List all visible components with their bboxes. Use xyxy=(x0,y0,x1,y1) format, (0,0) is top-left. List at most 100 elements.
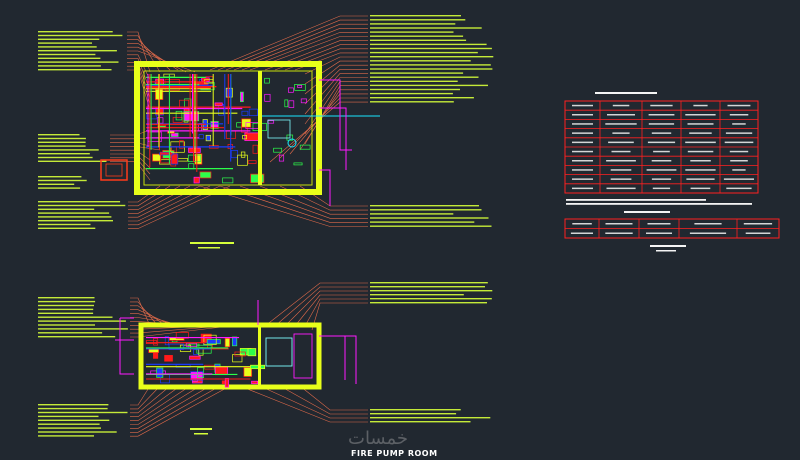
pump-schedule-cell-text xyxy=(732,169,746,171)
section-leader xyxy=(130,385,161,410)
plan-room-inner-wall xyxy=(143,70,313,186)
plan-leader xyxy=(199,185,368,227)
pump-schedule-cell-text xyxy=(648,114,675,116)
pump-schedule-cell-text xyxy=(653,150,670,153)
section-equipment-part xyxy=(221,380,226,385)
section-left-note xyxy=(38,320,126,322)
plan-left-note xyxy=(38,227,96,229)
plan-equipment-part xyxy=(179,140,184,149)
section-left-note xyxy=(38,419,110,421)
section-leader xyxy=(279,385,368,415)
pump-schedule-cell-text xyxy=(607,114,635,116)
plan-controller-part xyxy=(294,84,306,91)
plan-right-note xyxy=(370,101,454,103)
pump-schedule-cell-text xyxy=(651,132,672,134)
section-leader xyxy=(130,385,151,406)
plan-right-note xyxy=(370,205,479,207)
pump-schedule-note-line-2 xyxy=(566,203,752,205)
pump-schedule-cell-text xyxy=(612,132,630,134)
plan-leader xyxy=(304,77,368,125)
section-left-note xyxy=(38,431,117,433)
section-leader xyxy=(130,325,223,334)
plan-left-note xyxy=(38,38,100,40)
section-right-note xyxy=(370,282,488,284)
pump-schedule-header-bar xyxy=(595,92,657,94)
section-left-leader-lines xyxy=(130,297,231,437)
section-equipment-part xyxy=(190,371,204,381)
plan-left-note xyxy=(38,141,86,143)
plan-right-note xyxy=(370,51,478,54)
plan-equipment-part xyxy=(210,121,219,129)
plan-discharge-pipe xyxy=(319,79,352,206)
section-left-note xyxy=(38,312,94,314)
pump-schedule-cell-text xyxy=(687,123,714,125)
pump-schedule-cell-text xyxy=(608,141,634,144)
plan-equipment-part xyxy=(175,110,183,121)
plan-controller-part xyxy=(264,93,271,102)
plan-equipment-part xyxy=(152,153,162,162)
plan-leader xyxy=(209,15,368,71)
section-equipment-part xyxy=(153,338,159,346)
pump-schedule-cell-text xyxy=(610,178,632,180)
pump-schedule-cell-text xyxy=(652,187,671,190)
plan-leader xyxy=(128,185,221,226)
plan-left-note xyxy=(38,160,107,162)
section-left-note xyxy=(38,316,113,318)
pump-schedule-cell-text xyxy=(690,187,711,190)
section-equipment-part xyxy=(168,343,184,350)
plan-controller-part xyxy=(299,144,311,150)
pump-schedule-cell-text xyxy=(606,160,636,162)
section-equipment-part xyxy=(214,366,228,376)
plan-right-note xyxy=(370,64,491,66)
pump-schedule-table xyxy=(564,92,759,205)
section-leader xyxy=(130,385,171,414)
plan-equipment-part xyxy=(252,144,259,154)
section-leader xyxy=(284,290,368,327)
section-equipment-part xyxy=(185,342,197,347)
plan-left-note xyxy=(38,145,86,147)
plan-left-note xyxy=(38,65,101,67)
plan-left-note xyxy=(38,46,97,48)
pump-schedule-cell-text xyxy=(572,141,593,144)
pump-schedule-cell-text xyxy=(685,169,716,171)
plan-controller-part xyxy=(273,147,283,153)
section-equipment-part xyxy=(197,367,205,378)
pump-schedule-cell-text xyxy=(572,169,593,171)
section-left-note xyxy=(38,435,94,437)
section-leader xyxy=(259,385,368,419)
section-left-note xyxy=(38,423,100,425)
plan-left-note xyxy=(38,183,75,185)
pump-schedule-cell-text xyxy=(572,160,593,162)
section-left-note-list xyxy=(38,297,128,437)
plan-leader xyxy=(264,40,368,71)
plan-controller-part xyxy=(278,154,285,162)
plan-left-note xyxy=(38,61,119,63)
plan-equipment-part xyxy=(187,154,202,162)
plan-left-note-list xyxy=(38,31,126,229)
section-right-note xyxy=(370,421,471,423)
plan-right-note xyxy=(370,35,464,37)
pump-schedule-cell-text xyxy=(572,104,593,107)
plan-right-note xyxy=(370,39,467,41)
plan-controller-part xyxy=(288,87,294,93)
section-right-note xyxy=(370,290,493,292)
tank-schedule-cells xyxy=(570,223,773,234)
plan-caption-line-2 xyxy=(198,247,220,249)
section-leader xyxy=(311,302,368,331)
section-right-note xyxy=(370,294,464,296)
section-leader xyxy=(239,385,368,423)
drawing-watermark: خمسات xyxy=(348,428,408,449)
section-left-note xyxy=(38,304,94,307)
section-equipment-part xyxy=(251,380,259,385)
section-left-note xyxy=(38,336,116,338)
plan-caption-line-1 xyxy=(190,242,234,244)
plan-leader xyxy=(127,31,151,73)
plan-leader xyxy=(127,54,151,81)
plan-leader xyxy=(249,36,368,71)
plan-right-note xyxy=(370,80,458,82)
pump-schedule-cell-text xyxy=(727,104,751,107)
plan-equipment-part xyxy=(222,177,234,184)
plan-controller-part xyxy=(293,162,303,166)
tank-schedule-grid xyxy=(564,218,780,239)
